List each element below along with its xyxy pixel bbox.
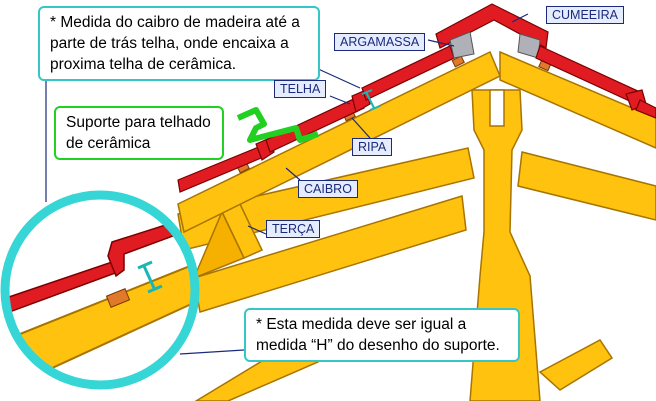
telhas-right xyxy=(535,45,656,119)
label-ripa: RIPA xyxy=(352,138,393,156)
measure-mark xyxy=(361,89,381,111)
label-argamassa: ARGAMASSA xyxy=(334,33,426,51)
callout-medida-caibro: * Medida do caibro de madeira até a part… xyxy=(38,6,320,81)
detail-zoom-ring xyxy=(0,190,200,390)
leader-line xyxy=(511,13,529,23)
measure-cap xyxy=(369,105,381,111)
zoom-measure-cap xyxy=(137,260,153,270)
king-post-notch xyxy=(489,89,505,127)
suporte-bracket xyxy=(236,107,319,143)
brace-lower-right xyxy=(538,339,614,391)
zoom-ripa xyxy=(105,288,131,308)
argamassa-mortar xyxy=(449,31,475,59)
leader-line xyxy=(315,67,361,89)
leader-line xyxy=(179,349,245,355)
caibro-right xyxy=(499,50,656,149)
label-cumeeira: CUMEEIRA xyxy=(546,6,624,24)
zoom-measure-line xyxy=(142,265,156,289)
zoom-caibro xyxy=(5,260,195,385)
cumeeira-ridge xyxy=(435,3,549,49)
leader-line xyxy=(351,117,371,139)
telha-tile xyxy=(635,99,656,119)
leader-line xyxy=(427,39,455,47)
leader-line xyxy=(247,225,267,235)
leader-line xyxy=(285,167,301,181)
caibro-left xyxy=(177,50,501,234)
label-caibro: CAIBRO xyxy=(298,180,358,198)
leader-lines xyxy=(45,13,529,355)
label-terca: TERÇA xyxy=(266,220,321,238)
ripa-batten xyxy=(451,55,465,68)
detail-zoom xyxy=(5,195,195,385)
measure-cap xyxy=(361,89,373,95)
label-telha: TELHA xyxy=(274,80,327,98)
callout-suporte: Suporte para telhado de cerâmica xyxy=(54,106,224,160)
callout-medida-h: * Esta medida deve ser igual a medida “H… xyxy=(244,308,520,362)
measure-line xyxy=(365,91,375,109)
leader-line xyxy=(329,95,351,105)
telhas-left xyxy=(177,45,455,193)
strut-right xyxy=(517,151,656,221)
terca-purlin-side xyxy=(192,210,246,280)
zoom-measure-cap xyxy=(147,284,163,294)
